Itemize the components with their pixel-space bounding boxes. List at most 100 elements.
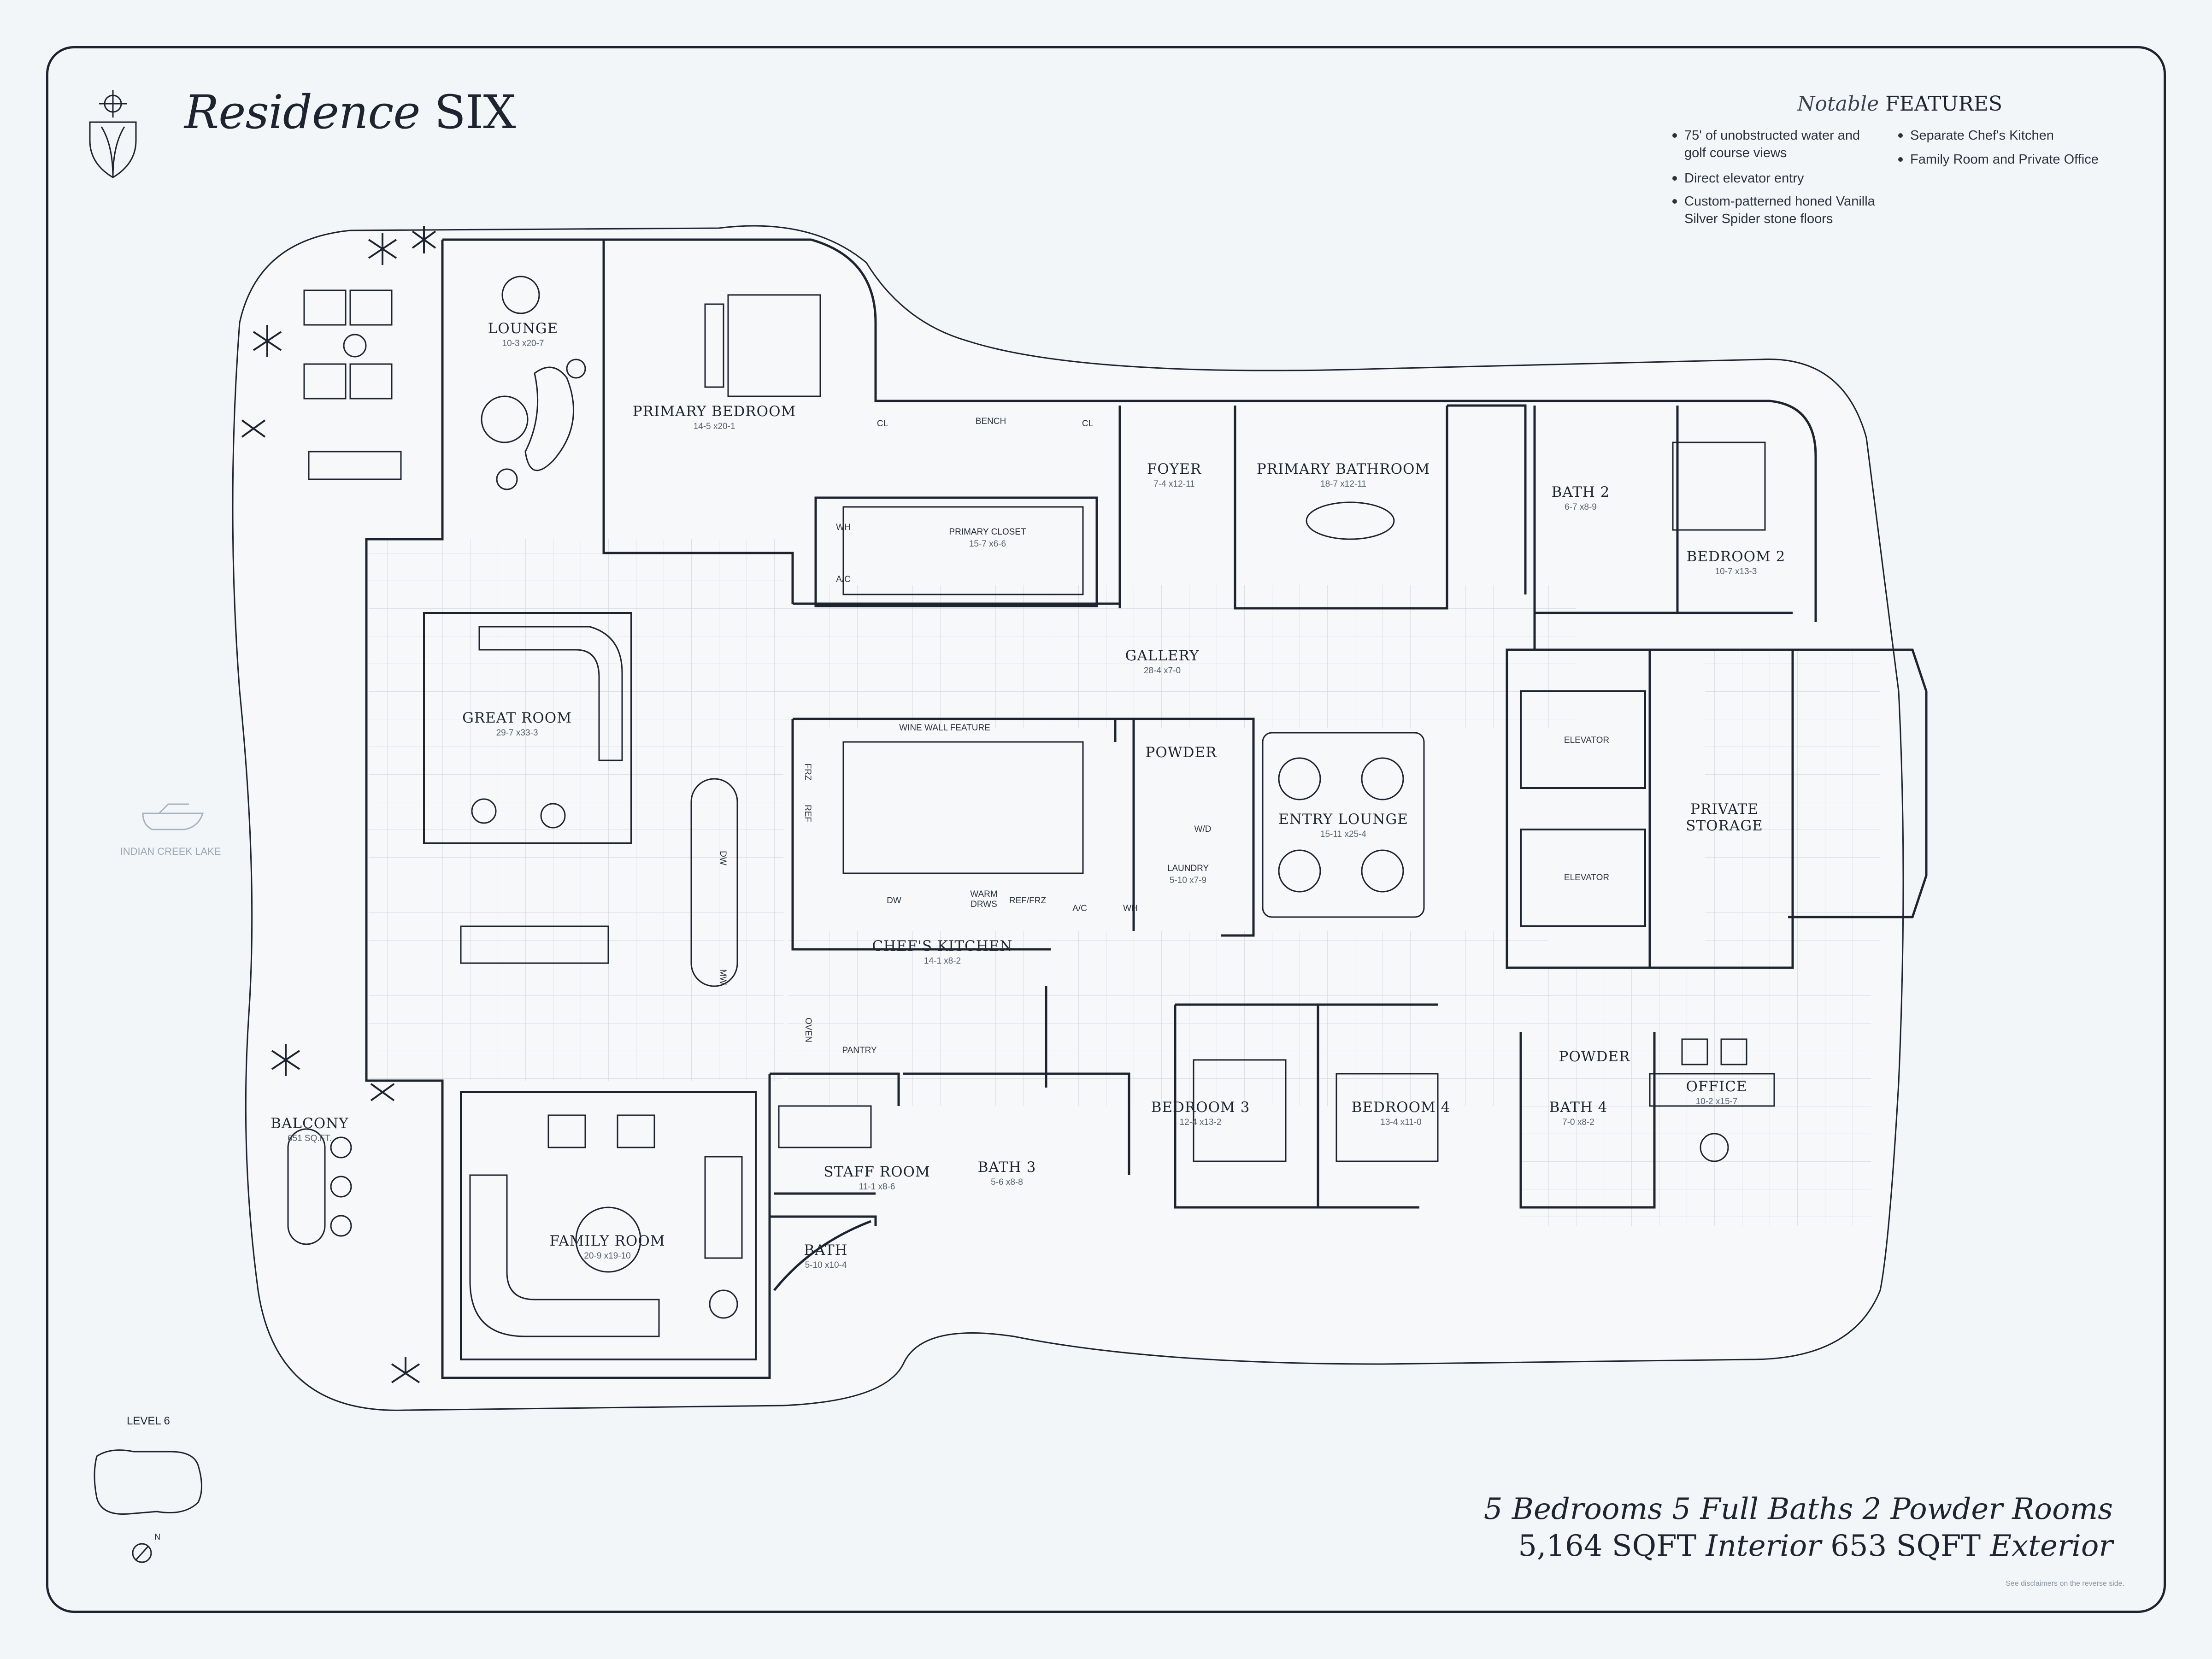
room-dims: 10-7 x13-3 xyxy=(1715,567,1757,577)
room-label-primary-bedroom: PRIMARY BEDROOM 14-5 x20-1 xyxy=(633,403,796,432)
room-dims: 7-4 x12-11 xyxy=(1153,479,1195,489)
room-label-entry-lounge: ENTRY LOUNGE 15-11 x25-4 xyxy=(1278,811,1408,840)
room-dims: 28-4 x7-0 xyxy=(1143,666,1181,676)
room-dims: 15-7 x6-6 xyxy=(969,539,1006,549)
fixture-label-bench: BENCH xyxy=(975,417,1006,426)
fixture-label-pantry: PANTRY xyxy=(842,1046,877,1055)
room-label-bedroom-4: BEDROOM 4 13-4 x11-0 xyxy=(1352,1099,1451,1128)
fixture-label-ac-2: A/C xyxy=(1072,904,1087,913)
feature-item: Custom-patterned honed Vanilla Silver Sp… xyxy=(1672,193,1896,228)
room-name: GREAT ROOM xyxy=(462,710,572,726)
room-dims: 651 SQ.FT. xyxy=(287,1134,332,1143)
room-dims: 5-6 x8-8 xyxy=(991,1177,1023,1187)
fixture-label-freezer: FRZ xyxy=(803,763,812,781)
fixture-label-warming-drawers: WARM DRWS xyxy=(970,889,998,909)
room-dims: 10-2 x15-7 xyxy=(1695,1097,1738,1106)
fixture-label-elevator: ELEVATOR xyxy=(1564,873,1610,882)
room-label-powder-2: POWDER xyxy=(1559,1048,1630,1065)
fixture-label-ac: A/C xyxy=(836,575,851,584)
room-name: FOYER xyxy=(1147,461,1202,477)
fixture-label-closet: CL xyxy=(1082,419,1094,429)
sqft-exterior-word: Exterior xyxy=(1990,1529,2113,1563)
features-heading: Notable FEATURES xyxy=(1797,92,2002,116)
sqft-exterior-value: 653 SQFT xyxy=(1830,1529,1981,1563)
room-label-bath: BATH 5-10 x10-4 xyxy=(804,1242,847,1271)
residence-title: Residence SIX xyxy=(184,85,516,139)
room-dims: 5-10 x10-4 xyxy=(805,1260,847,1270)
north-label: N xyxy=(154,1532,160,1541)
title-italic: Residence xyxy=(184,85,421,139)
feature-item: Family Room and Private Office xyxy=(1898,151,2122,168)
room-name: BEDROOM 4 xyxy=(1351,1099,1451,1116)
summary-sqft: 5,164 SQFT Interior 653 SQFT Exterior xyxy=(1484,1528,2113,1565)
room-dims: 11-1 x8-6 xyxy=(859,1182,895,1192)
room-name: BATH 2 xyxy=(1551,484,1610,500)
room-label-bedroom-3: BEDROOM 3 12-4 x13-2 xyxy=(1151,1099,1250,1128)
room-label-bath-2: BATH 2 6-7 x8-9 xyxy=(1552,484,1610,512)
room-name: ENTRY LOUNGE xyxy=(1278,811,1408,828)
room-name: POWDER xyxy=(1559,1048,1630,1065)
room-label-great-room: GREAT ROOM 29-7 x33-3 xyxy=(462,710,572,738)
lake-label: INDIAN CREEK LAKE xyxy=(120,846,221,857)
room-name: GALLERY xyxy=(1125,647,1200,664)
site-outline xyxy=(232,225,1904,1411)
room-name: BATH 3 xyxy=(977,1159,1036,1176)
fixture-label-refrigerator: REF xyxy=(803,805,812,822)
room-label-chefs-kitchen: CHEF'S KITCHEN 14-1 x8-2 xyxy=(872,938,1012,966)
room-label-office: OFFICE 10-2 x15-7 xyxy=(1686,1078,1747,1107)
room-label-bath-4: BATH 4 7-0 x8-2 xyxy=(1549,1099,1608,1128)
fixture-label-washer-dryer: W/D xyxy=(1194,824,1212,834)
feature-item: Separate Chef's Kitchen xyxy=(1898,127,2122,144)
room-name: BATH 4 xyxy=(1549,1099,1608,1116)
room-name: LOUNGE xyxy=(488,320,559,337)
fixture-label-water-heater-2: WH xyxy=(1123,904,1138,913)
room-label-bath-3: BATH 3 5-6 x8-8 xyxy=(978,1159,1036,1188)
room-name: PRIVATE STORAGE xyxy=(1686,801,1763,834)
room-dims: 29-7 x33-3 xyxy=(496,728,538,738)
room-name: LAUNDRY xyxy=(1167,864,1209,873)
fixture-label-elevator: ELEVATOR xyxy=(1564,735,1610,745)
fixture-label-wine-wall: WINE WALL FEATURE xyxy=(899,723,990,733)
disclaimer-note: See disclaimers on the reverse side. xyxy=(2006,1580,2124,1588)
room-name: BATH xyxy=(804,1242,848,1259)
sqft-interior-value: 5,164 SQFT xyxy=(1518,1529,1697,1563)
room-label-family-room: FAMILY ROOM 20-9 x19-10 xyxy=(549,1233,665,1261)
room-label-primary-closet: PRIMARY CLOSET 15-7 x6-6 xyxy=(949,525,1026,549)
title-caps: SIX xyxy=(434,85,516,139)
room-name: CHEF'S KITCHEN xyxy=(872,938,1013,954)
room-name: PRIMARY BEDROOM xyxy=(632,403,796,420)
room-name: POWDER xyxy=(1145,744,1217,761)
room-label-primary-bathroom: PRIMARY BATHROOM 18-7 x12-11 xyxy=(1257,461,1430,489)
feature-item: 75' of unobstructed water and golf cours… xyxy=(1672,127,1869,162)
room-label-lounge: LOUNGE 10-3 x20-7 xyxy=(488,320,559,349)
fixture-label-dishwasher: DW xyxy=(718,851,728,865)
room-label-bedroom-2: BEDROOM 2 10-7 x13-3 xyxy=(1687,548,1786,577)
residence-summary: 5 Bedrooms 5 Full Baths 2 Powder Rooms 5… xyxy=(1484,1491,2113,1565)
room-dims: 10-3 x20-7 xyxy=(502,339,544,348)
room-dims: 12-4 x13-2 xyxy=(1179,1118,1222,1127)
room-name: STAFF ROOM xyxy=(824,1164,930,1180)
room-label-balcony: BALCONY 651 SQ.FT. xyxy=(271,1115,348,1144)
room-name: PRIMARY CLOSET xyxy=(949,527,1026,537)
room-label-private-storage: PRIVATE STORAGE xyxy=(1683,801,1766,834)
room-label-staff-room: STAFF ROOM 11-1 x8-6 xyxy=(824,1164,930,1192)
fixture-label-microwave: MW xyxy=(718,969,728,985)
fixture-label-dishwasher-2: DW xyxy=(887,896,901,906)
north-arrow-icon xyxy=(132,1543,152,1563)
room-name: OFFICE xyxy=(1686,1078,1747,1095)
room-dims: 7-0 x8-2 xyxy=(1562,1118,1594,1127)
room-dims: 20-9 x19-10 xyxy=(584,1251,631,1261)
room-name: PRIMARY BATHROOM xyxy=(1256,461,1430,477)
room-label-foyer: FOYER 7-4 x12-11 xyxy=(1147,461,1201,489)
fixture-label-closet: CL xyxy=(877,419,888,429)
feature-item: Direct elevator entry xyxy=(1672,170,1896,187)
boat-icon xyxy=(142,803,204,830)
features-heading-caps: FEATURES xyxy=(1885,92,2003,116)
sqft-interior-word: Interior xyxy=(1706,1529,1821,1563)
room-dims: 14-1 x8-2 xyxy=(924,956,961,966)
room-dims: 15-11 x25-4 xyxy=(1320,830,1366,839)
room-label-laundry: LAUNDRY 5-10 x7-9 xyxy=(1167,862,1209,886)
room-label-powder: POWDER xyxy=(1146,744,1217,761)
residence-logo-icon xyxy=(89,90,137,178)
